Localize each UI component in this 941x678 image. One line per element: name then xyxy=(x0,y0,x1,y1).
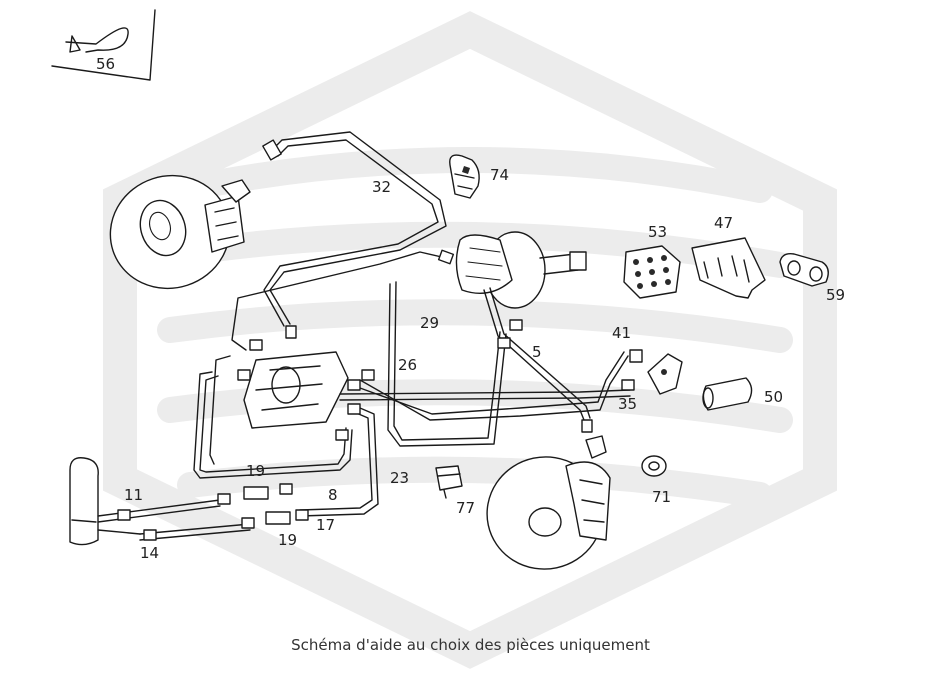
callout-14: 14 xyxy=(140,544,159,562)
callout-59: 59 xyxy=(826,286,845,304)
callout-8: 8 xyxy=(328,486,338,504)
diagram-caption: Schéma d'aide au choix des pièces unique… xyxy=(291,636,650,654)
callout-26: 26 xyxy=(398,356,417,374)
pressure-accumulator xyxy=(69,457,99,546)
callout-71: 71 xyxy=(652,488,671,506)
callout-5: 5 xyxy=(532,343,542,361)
callout-53: 53 xyxy=(648,223,667,241)
part-47-pipe-holder xyxy=(691,237,766,299)
callout-labels: 56 74 32 53 47 59 29 26 5 41 35 50 19 11… xyxy=(96,55,845,562)
part-77-sensor xyxy=(435,465,463,499)
part-71-grommet xyxy=(641,455,667,477)
abs-hydraulic-unit xyxy=(243,351,349,429)
callout-50: 50 xyxy=(764,388,783,406)
callout-35: 35 xyxy=(618,395,637,413)
callout-47: 47 xyxy=(714,214,733,232)
rear-right-brake-disc xyxy=(486,435,611,570)
pipe-fittings xyxy=(117,139,643,541)
callout-41: 41 xyxy=(612,324,631,342)
callout-11: 11 xyxy=(124,486,143,504)
brand-hexagon-logo-watermark xyxy=(103,11,837,669)
brake-master-cylinder xyxy=(455,231,587,309)
part-50-sleeve xyxy=(702,377,753,411)
part-56-cable-clip xyxy=(51,9,156,81)
callout-32: 32 xyxy=(372,178,391,196)
part-41-bracket xyxy=(647,353,683,395)
part-74-clip xyxy=(449,154,480,199)
callout-19-upper: 19 xyxy=(246,462,265,480)
callout-19-lower: 19 xyxy=(278,531,297,549)
front-left-brake-disc xyxy=(109,174,251,290)
callout-77: 77 xyxy=(456,499,475,517)
callout-23: 23 xyxy=(390,469,409,487)
part-53-relay-block xyxy=(623,245,681,299)
brake-lines xyxy=(97,131,631,541)
callout-29: 29 xyxy=(420,314,439,332)
callout-74: 74 xyxy=(490,166,509,184)
callout-56: 56 xyxy=(96,55,115,73)
part-59-bracket xyxy=(779,252,829,287)
callout-17: 17 xyxy=(316,516,335,534)
